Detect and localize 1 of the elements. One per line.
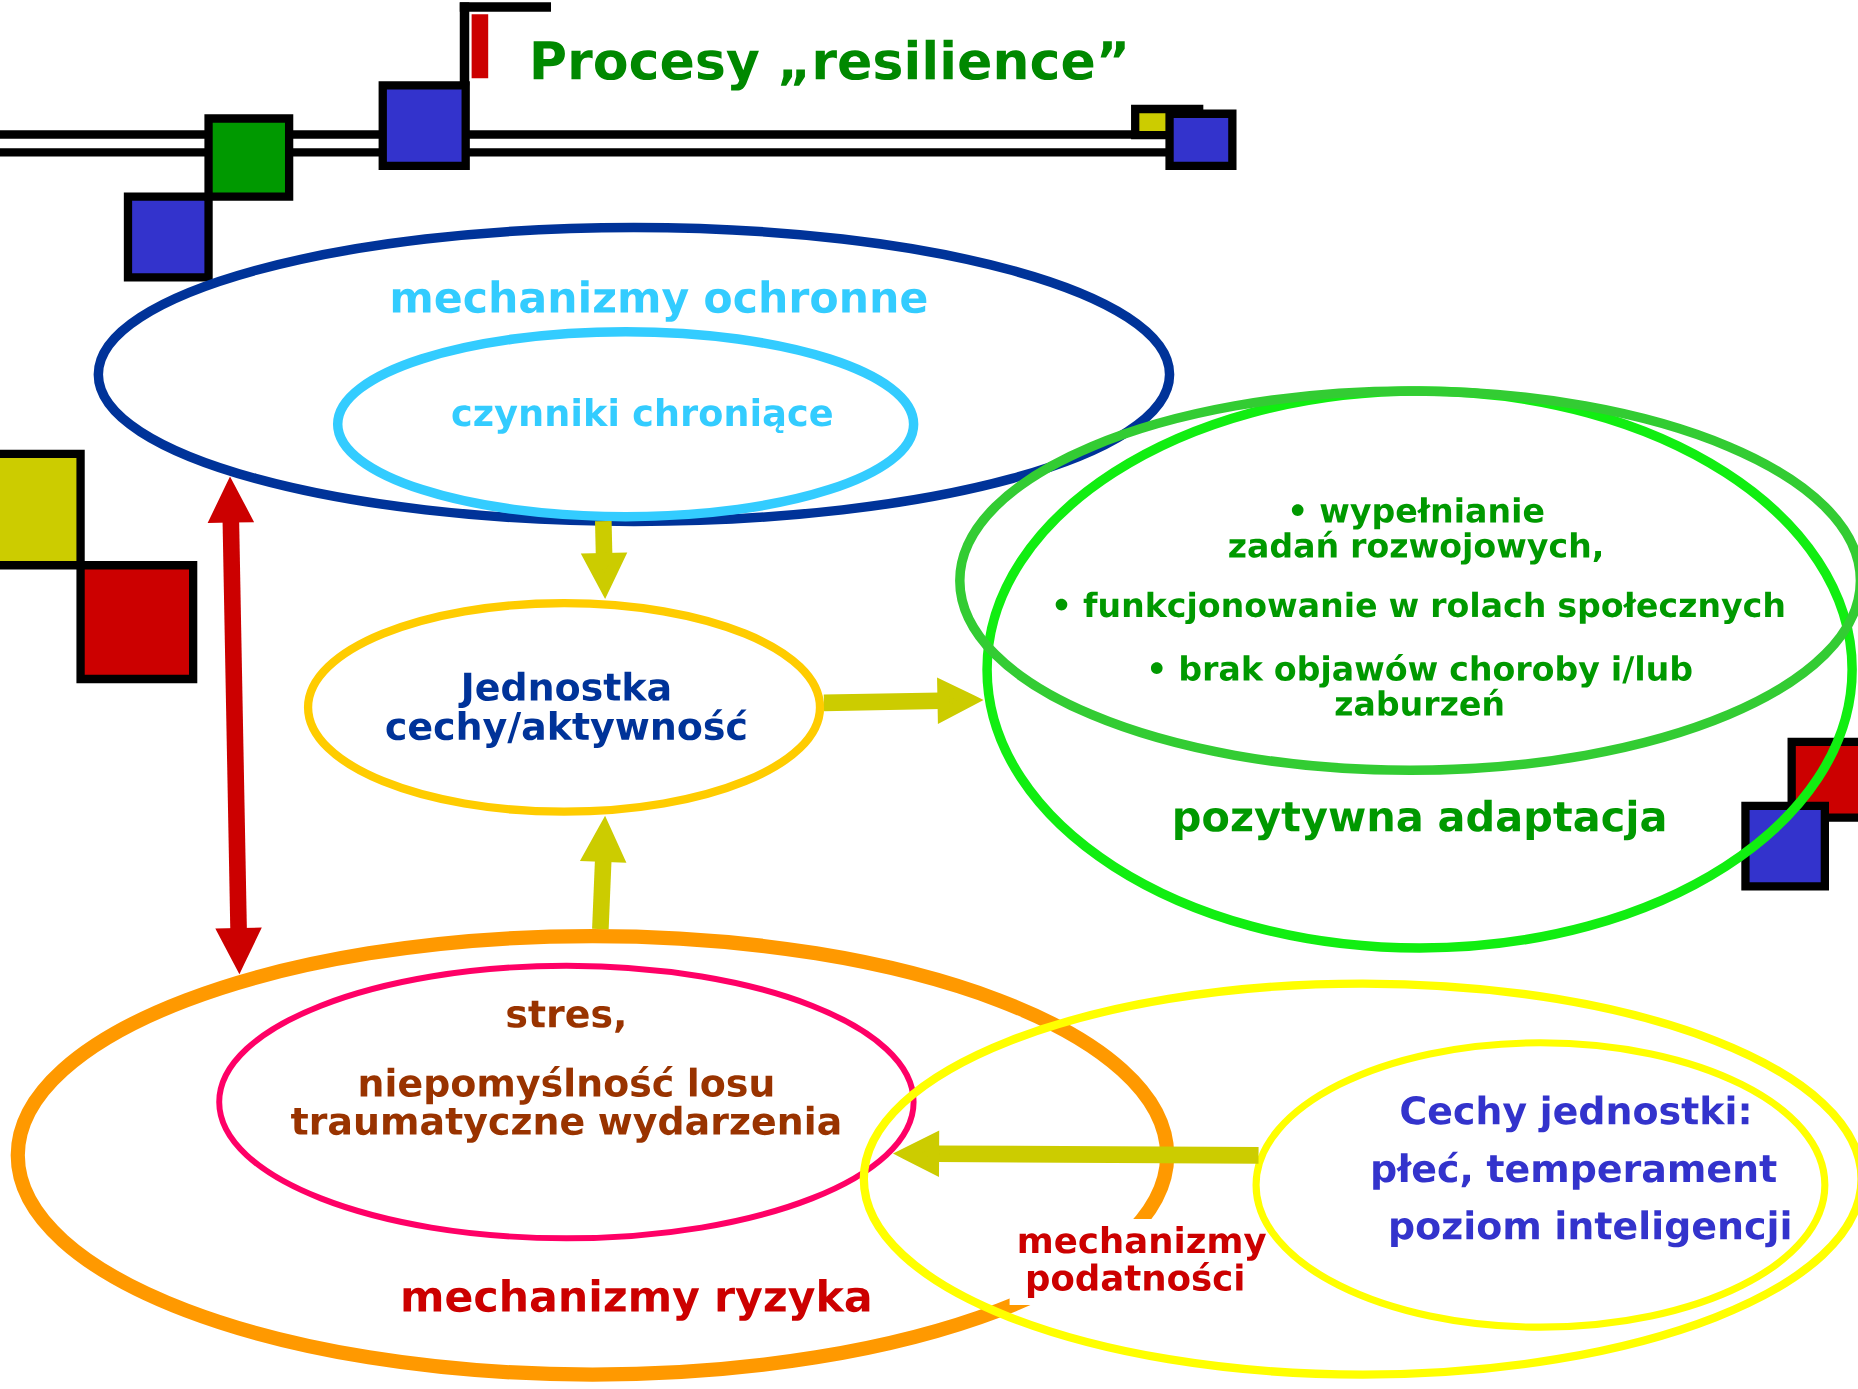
title: Procesy „resilience” (533, 39, 1125, 91)
